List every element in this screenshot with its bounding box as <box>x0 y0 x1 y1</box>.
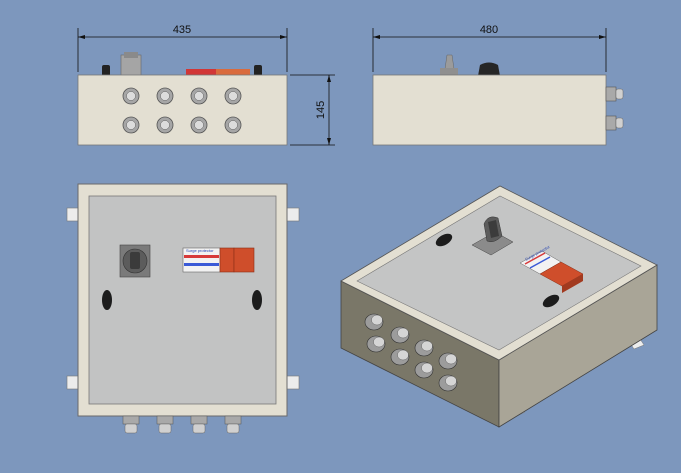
front-cable-glands <box>122 87 242 134</box>
cable-gland <box>605 115 624 131</box>
cable-gland <box>156 415 174 434</box>
cable-gland <box>390 348 410 366</box>
side-elevation-view: 480 <box>372 24 624 146</box>
cable-gland <box>414 361 434 379</box>
iso-cable-glands <box>364 313 458 392</box>
rotary-isolator-switch <box>119 244 151 278</box>
cable-gland <box>364 313 384 331</box>
front-top-parts <box>102 52 262 77</box>
iso-rotary-switch <box>471 216 514 256</box>
cable-gland <box>122 415 140 434</box>
door-front-view: Surge protector <box>66 183 300 434</box>
dimension-label-480: 480 <box>480 24 498 36</box>
side-top-parts <box>440 54 500 77</box>
height-dimension: 145 <box>290 74 335 146</box>
door-panel <box>88 195 277 405</box>
cable-gland <box>414 339 434 357</box>
dimension-label-435: 435 <box>173 24 191 36</box>
surge-protector-label: Surge protector <box>186 248 214 253</box>
door-latches <box>102 290 262 310</box>
cable-gland <box>438 374 458 392</box>
cable-gland <box>190 87 208 105</box>
front-elevation-view: 435 <box>77 24 335 146</box>
width-dimension-front: 435 <box>77 24 288 72</box>
cable-gland <box>366 335 386 353</box>
iso-door-panel <box>356 195 642 351</box>
dimension-label-145: 145 <box>315 101 327 119</box>
cable-gland <box>122 116 140 134</box>
cable-gland <box>224 87 242 105</box>
side-enclosure-body <box>372 74 607 146</box>
side-cable-glands <box>605 86 624 131</box>
iso-surge-protector: Surge protector <box>519 244 584 293</box>
iso-latches <box>435 233 560 308</box>
cable-gland <box>156 116 174 134</box>
cable-gland <box>190 116 208 134</box>
width-dimension-side: 480 <box>372 24 607 72</box>
door-bottom-glands <box>122 415 242 434</box>
surge-protector-module: Surge protector <box>182 247 255 273</box>
cable-gland <box>190 415 208 434</box>
cable-gland <box>438 352 458 370</box>
cable-gland <box>605 86 624 102</box>
cable-gland <box>156 87 174 105</box>
front-enclosure-body <box>77 74 288 146</box>
cable-gland <box>224 116 242 134</box>
cable-gland <box>224 415 242 434</box>
cable-gland <box>122 87 140 105</box>
isometric-view: Surge protector <box>340 185 658 428</box>
cable-gland <box>390 326 410 344</box>
